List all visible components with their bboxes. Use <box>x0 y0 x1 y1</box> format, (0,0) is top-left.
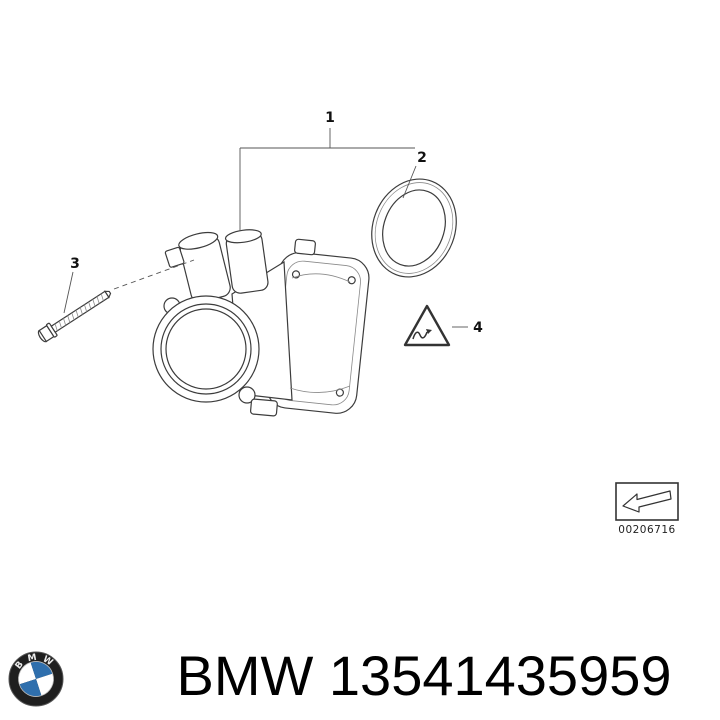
callout-2: 2 <box>402 150 427 199</box>
part-number-text: 13541435959 <box>328 644 672 707</box>
brand-text: BMW <box>176 644 314 707</box>
callout-1-label: 1 <box>325 110 335 126</box>
direction-arrow-icon <box>622 490 672 513</box>
callout-4: 4 <box>452 320 483 336</box>
bolt-axis-dashed-line <box>113 259 195 290</box>
part-number-title: BMW 13541435959 <box>64 643 714 714</box>
footer: B M W BMW 13541435959 <box>8 643 714 714</box>
bmw-logo-letter-m: M <box>27 652 38 663</box>
image-ref-box: 00206716 <box>615 482 679 536</box>
bmw-logo-letter-b: B <box>14 659 26 671</box>
diagram-number: 00206716 <box>618 524 675 536</box>
bmw-logo: B M W <box>8 651 64 706</box>
callout-4-label: 4 <box>473 320 483 336</box>
callout-2-label: 2 <box>417 150 427 166</box>
warning-triangle-icon <box>403 304 451 347</box>
seal-ring-drawing <box>371 178 457 278</box>
bolt-drawing <box>37 290 112 343</box>
callout-1: 1 <box>239 110 415 231</box>
bmw-logo-letter-w: W <box>41 654 55 668</box>
callout-3: 3 <box>63 256 80 314</box>
throttle-body-drawing <box>152 229 370 417</box>
callout-3-label: 3 <box>70 256 80 272</box>
